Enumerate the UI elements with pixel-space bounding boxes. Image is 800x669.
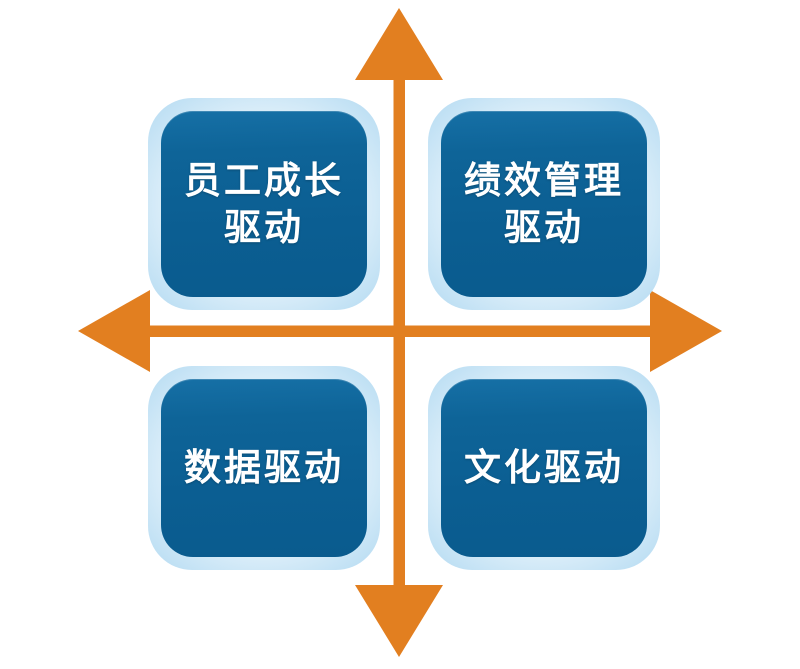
axis-arrow-right-head — [650, 290, 722, 372]
quadrant-top-right[interactable]: 绩效管理 驱动 — [428, 98, 660, 310]
axis-arrow-left-head — [78, 290, 150, 372]
quadrant-top-right-label: 绩效管理 驱动 — [464, 158, 624, 249]
quadrant-bottom-left-surface: 数据驱动 — [161, 379, 367, 557]
axis-vertical-stem — [393, 40, 405, 625]
quadrant-bottom-right-surface: 文化驱动 — [441, 379, 647, 557]
quadrant-bottom-left[interactable]: 数据驱动 — [148, 366, 380, 570]
quadrant-bottom-left-label: 数据驱动 — [184, 446, 344, 490]
axis-arrow-down-head — [355, 585, 443, 657]
quadrant-top-right-surface: 绩效管理 驱动 — [441, 111, 647, 297]
quadrant-bottom-right[interactable]: 文化驱动 — [428, 366, 660, 570]
quadrant-top-left-label: 员工成长 驱动 — [184, 158, 344, 249]
quadrant-top-left[interactable]: 员工成长 驱动 — [148, 98, 380, 310]
axis-horizontal-stem — [110, 325, 692, 337]
quadrant-top-left-surface: 员工成长 驱动 — [161, 111, 367, 297]
axis-arrow-up-head — [355, 8, 443, 80]
quadrant-bottom-right-label: 文化驱动 — [464, 446, 624, 490]
